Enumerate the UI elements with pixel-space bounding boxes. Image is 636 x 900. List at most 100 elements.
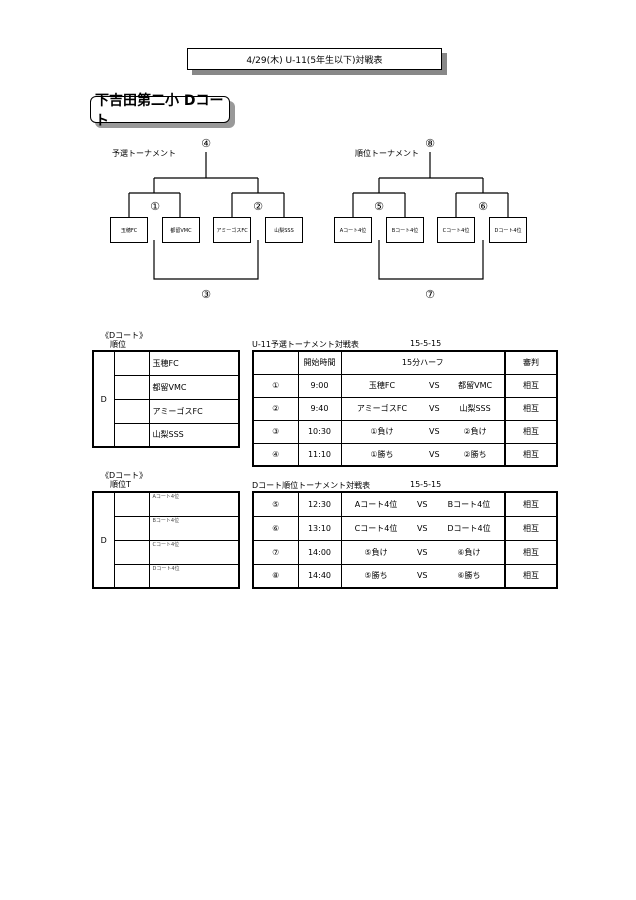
header-referee: 審判 [504,350,558,375]
match-time: 13:10 [297,515,342,541]
bracket-team: 山梨SSS [265,217,303,243]
referee: 相互 [504,442,558,467]
referee: 相互 [504,563,558,589]
match-no: ① [252,373,299,398]
match-6-marker: ⑥ [478,200,488,213]
team-cell: Dコート4位 [148,563,240,589]
referee: 相互 [504,491,558,517]
team-cell: Aコート4位 [148,491,240,517]
vs: VS [422,419,447,444]
referee: 相互 [504,419,558,444]
match-no: ② [252,396,299,421]
away-team: ⑥勝ち [433,563,506,589]
team-cell: 山梨SSS [148,422,240,448]
prelim-bracket-label: 予選トーナメント [112,149,176,158]
match-time: 9:40 [297,396,342,421]
bracket-team: Aコート4位 [334,217,372,243]
referee: 相互 [504,396,558,421]
vs: VS [422,442,447,467]
section1-rank-label: 順位 [110,340,126,349]
vs: VS [422,396,447,421]
match-no: ⑥ [252,515,299,541]
home-team: アミーゴスFC [340,396,423,421]
header-half: 15分ハーフ [340,350,506,375]
section1-court-label: 《Dコート》 [101,331,148,340]
bracket-team: Bコート4位 [386,217,424,243]
match-time: 12:30 [297,491,342,517]
team-cell: 玉穂FC [148,350,240,376]
section2-table-title: Dコート順位トーナメント対戦表 [252,481,371,490]
match-no: ④ [252,442,299,467]
bracket-team: Cコート4位 [437,217,475,243]
match-time: 9:00 [297,373,342,398]
referee: 相互 [504,373,558,398]
match-2-marker: ② [253,200,263,213]
away-team: Bコート4位 [433,491,506,517]
match-3-marker: ③ [201,288,211,301]
bracket-team: 都留VMC [162,217,200,243]
vs: VS [410,539,434,565]
bracket-lines [128,152,509,280]
court-title: 下吉田第二小 Dコート [90,93,230,129]
match-no: ⑤ [252,491,299,517]
section1-date: 15-5-15 [410,339,442,348]
match-8-marker: ⑧ [425,137,435,150]
match-5-marker: ⑤ [374,200,384,213]
home-team: ⑤勝ち [340,563,411,589]
away-team: 都留VMC [446,373,506,398]
bracket-team: 玉穂FC [110,217,148,243]
team-cell: Bコート4位 [148,515,240,541]
away-team: ②負け [446,419,506,444]
home-team: Aコート4位 [340,491,411,517]
section1-table-title: U-11予選トーナメント対戦表 [252,340,359,349]
home-team: ①勝ち [340,442,423,467]
match-time: 14:00 [297,539,342,565]
referee: 相互 [504,515,558,541]
match-7-marker: ⑦ [425,288,435,301]
home-team: Cコート4位 [340,515,411,541]
section2-ranking-table: D Aコート4位 Bコート4位 Cコート4位 Dコート4位 [92,491,240,589]
away-team: ②勝ち [446,442,506,467]
away-team: ⑥負け [433,539,506,565]
group-cell: D [92,491,115,589]
team-cell: Cコート4位 [148,539,240,565]
rank-bracket-label: 順位トーナメント [355,149,419,158]
section2-date: 15-5-15 [410,480,442,489]
bracket-team: Dコート4位 [489,217,527,243]
header-start-time: 開始時間 [297,350,342,375]
home-team: ①負け [340,419,423,444]
vs: VS [410,515,434,541]
match-no: ⑧ [252,563,299,589]
match-time: 11:10 [297,442,342,467]
match-time: 10:30 [297,419,342,444]
team-cell: 都留VMC [148,374,240,400]
section2-rank-label: 順位T [110,480,131,489]
referee: 相互 [504,539,558,565]
section2-court-label: 《Dコート》 [101,471,148,480]
vs: VS [410,563,434,589]
home-team: ⑤負け [340,539,411,565]
vs: VS [410,491,434,517]
vs: VS [422,373,447,398]
team-cell: アミーゴスFC [148,398,240,424]
match-time: 14:40 [297,563,342,589]
match-1-marker: ① [150,200,160,213]
away-team: 山梨SSS [446,396,506,421]
bracket-team: アミーゴスFC [213,217,251,243]
away-team: Dコート4位 [433,515,506,541]
match-no: ⑦ [252,539,299,565]
match-no: ③ [252,419,299,444]
home-team: 玉穂FC [340,373,423,398]
document-title: 4/29(木) U-11(5年生以下)対戦表 [187,48,442,70]
